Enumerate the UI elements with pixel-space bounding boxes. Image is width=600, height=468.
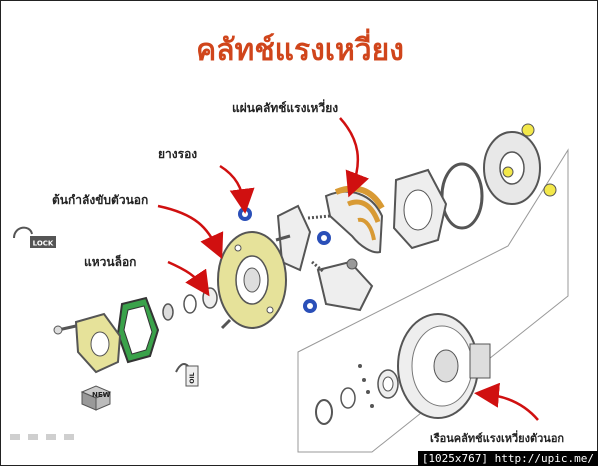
clutch-outer-housing: [397, 313, 491, 419]
label-clutch-plate: แผ่นคลัทช์แรงเหวี่ยง: [232, 99, 338, 115]
thin-ring: [440, 162, 484, 230]
arrow-clutch-plate: [339, 117, 370, 198]
clutch-shoe-plate: [324, 185, 385, 254]
outer-cover-plate: [53, 312, 122, 374]
arrow-drive-plate: [157, 204, 224, 260]
lock-icon-text: LOCK: [33, 240, 54, 248]
label-lock-ring: แหวนล็อก: [84, 254, 136, 269]
arrow-outer-housing: [474, 382, 539, 421]
viewer-toolbar: [10, 434, 74, 440]
back-plate: [483, 123, 557, 205]
oil-icon: OIL: [175, 363, 199, 387]
toolbar-menu-icon: [46, 434, 56, 440]
green-washer: [116, 296, 160, 364]
label-outer-housing: เรือนคลัทช์แรงเหวี่ยงตัวนอก: [430, 430, 564, 445]
cover-plate: [392, 168, 448, 250]
bearing-parts: [315, 364, 399, 425]
clutch-weights: [276, 204, 374, 312]
new-icon-text: NEW: [92, 391, 111, 399]
arrow-lock-ring: [167, 260, 210, 297]
page-title: คลัทช์แรงเหวี่ยง: [196, 28, 404, 68]
callout-arrows: [157, 117, 539, 421]
lock-icon: LOCK: [13, 226, 56, 248]
toolbar-back-icon: [10, 434, 20, 440]
toolbar-forward-icon: [64, 434, 74, 440]
watermark: [1025x767] http://upic.me/: [417, 451, 598, 466]
oil-icon-text: OIL: [189, 372, 196, 383]
drive-plate: [217, 231, 291, 330]
label-rubber: ยางรอง: [158, 147, 197, 161]
arrow-rubber: [219, 164, 255, 214]
new-part-icon: NEW: [80, 385, 112, 411]
nut-and-washers: [162, 287, 218, 321]
toolbar-pen-icon: [28, 434, 38, 440]
label-drive-plate: ต้นกำลังขับตัวนอก: [52, 193, 148, 207]
assembly-outline: [297, 148, 569, 453]
